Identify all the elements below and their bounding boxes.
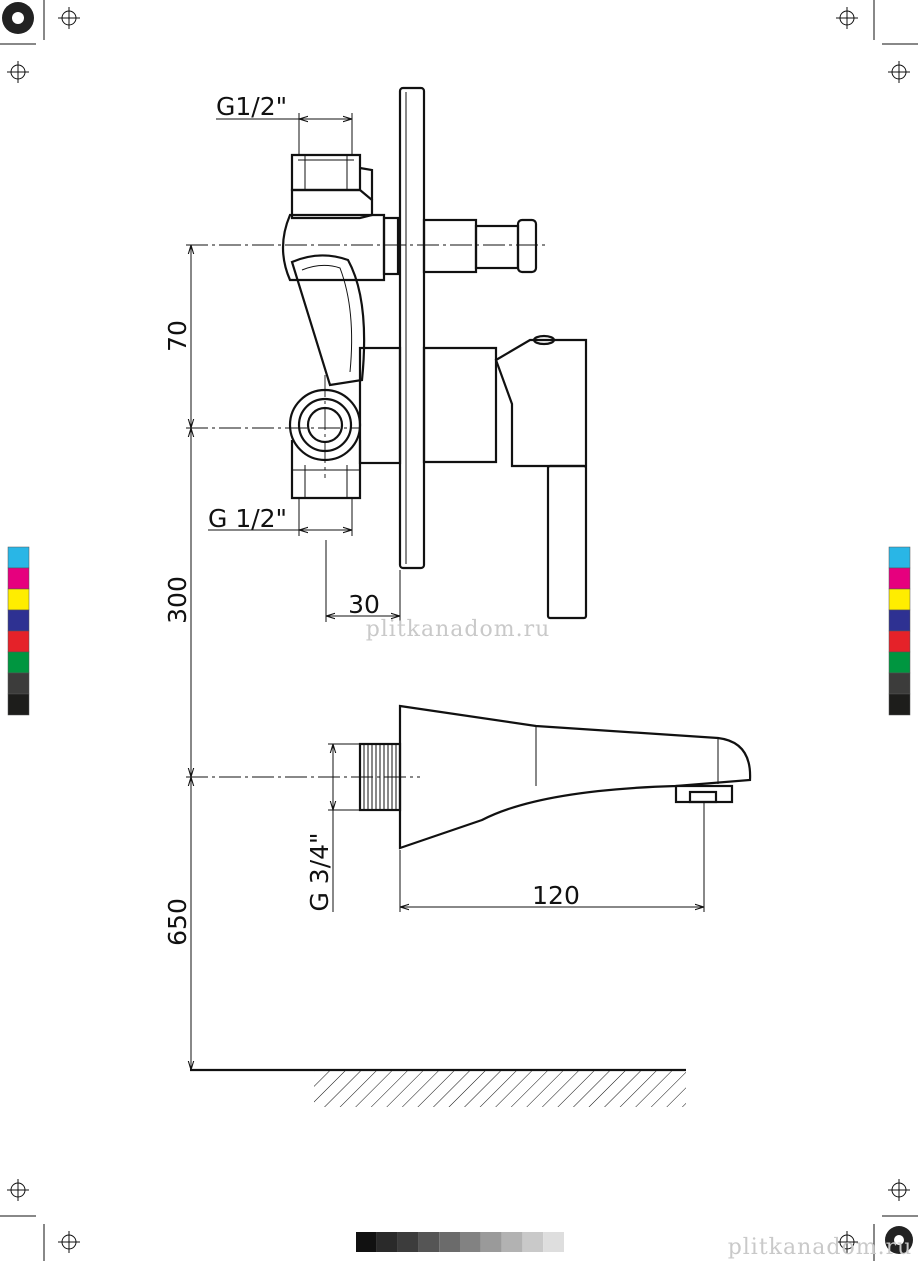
dimension-top-inlet-thread: G1/2": [216, 92, 287, 121]
gray-swatch: [543, 1232, 564, 1252]
registration-mark-icon: [888, 1179, 910, 1201]
spout-body: [186, 704, 752, 850]
watermark-center: plitkanadom.ru: [366, 617, 551, 642]
dimension-spout-to-floor: 650: [163, 898, 192, 946]
color-swatch: [7, 693, 30, 716]
gray-swatch: [522, 1232, 544, 1252]
color-swatch: [888, 693, 911, 716]
dimension-inlet-spacing: 70: [163, 320, 192, 352]
registration-mark-icon: [58, 1231, 80, 1253]
color-swatch: [7, 672, 30, 695]
color-swatch: [7, 588, 30, 611]
gray-swatch: [356, 1232, 377, 1252]
gray-swatch: [501, 1232, 523, 1252]
color-swatch: [888, 672, 911, 695]
dimension-mixer-to-spout: 300: [163, 576, 192, 624]
star-target-icon: [885, 1226, 913, 1254]
color-swatch: [888, 546, 911, 569]
watermark-corner: plitkanadom.ru: [728, 1235, 913, 1260]
color-bar-right: [888, 546, 911, 716]
grayscale-bar: [356, 1232, 564, 1252]
registration-mark-icon: [836, 1231, 858, 1253]
registration-mark-icon: [7, 61, 29, 83]
dimension-bottom-inlet-thread: G 1/2": [208, 504, 287, 533]
color-swatch: [7, 630, 30, 653]
registration-mark-icon: [58, 7, 80, 29]
gray-swatch: [397, 1232, 419, 1252]
color-swatch: [888, 609, 911, 632]
color-swatch: [888, 630, 911, 653]
registration-mark-icon: [888, 61, 910, 83]
gray-swatch: [418, 1232, 440, 1252]
dimension-outlet-thread: G 3/4": [305, 832, 334, 911]
floor-hatch: [190, 1068, 686, 1107]
gray-swatch: [480, 1232, 502, 1252]
color-swatch: [888, 651, 911, 674]
dimension-body-depth: 30: [348, 590, 380, 619]
dimension-spout-length: 120: [532, 881, 580, 910]
color-swatch: [888, 567, 911, 590]
color-swatch: [7, 567, 30, 590]
gray-swatch: [439, 1232, 460, 1252]
mixer-body: [186, 86, 588, 620]
color-bar-left: [7, 546, 30, 716]
gray-swatch: [376, 1232, 398, 1252]
dimension-lines: [191, 113, 705, 1069]
color-swatch: [7, 609, 30, 632]
registration-mark-icon: [836, 7, 858, 29]
gray-swatch: [460, 1232, 481, 1252]
color-swatch: [888, 588, 911, 611]
color-swatch: [7, 546, 30, 569]
star-target-icon: [2, 2, 34, 34]
registration-mark-icon: [7, 1179, 29, 1201]
color-swatch: [7, 651, 30, 674]
